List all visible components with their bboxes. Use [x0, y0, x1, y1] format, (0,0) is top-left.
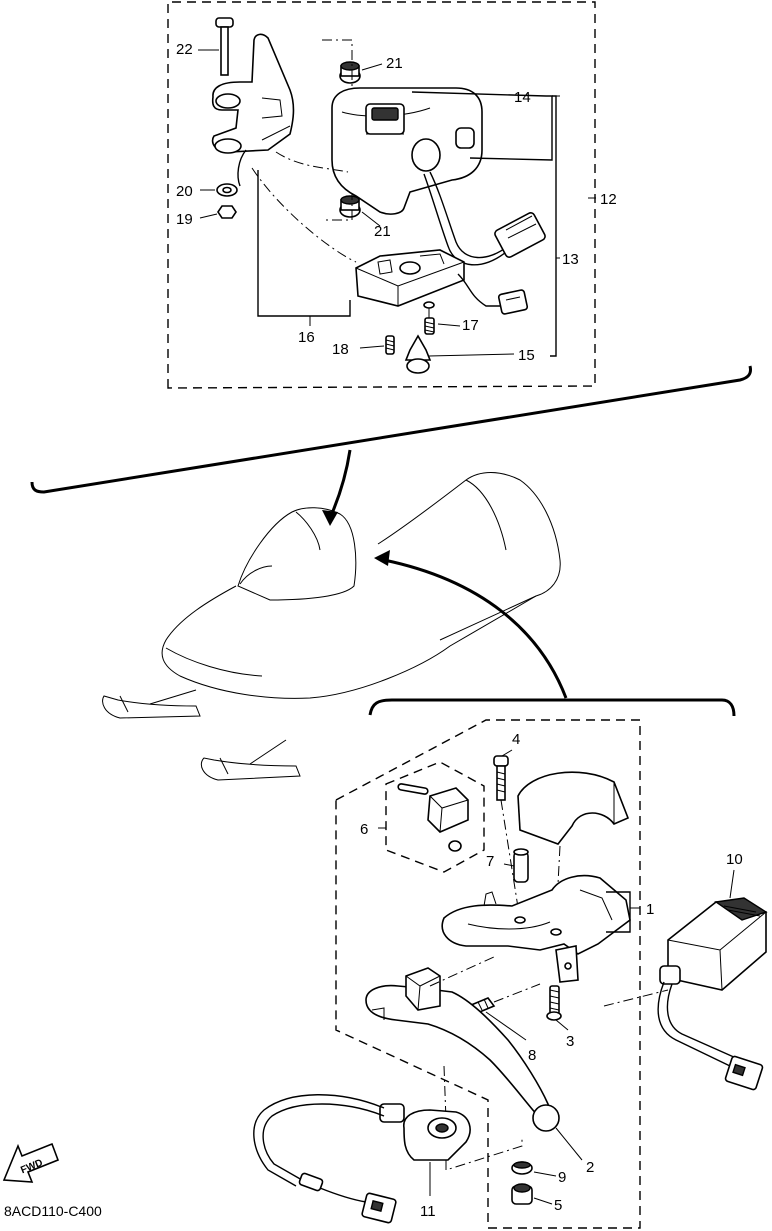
screw-15 [404, 334, 515, 374]
switch-base-16 [355, 249, 465, 307]
callout-16: 16 [298, 329, 315, 346]
callout-5: 5 [554, 1197, 562, 1214]
module-wire-inner [666, 983, 737, 1059]
callout-20: 20 [176, 183, 193, 200]
wire-connector-lower [497, 289, 529, 315]
lever-housing [441, 874, 640, 983]
nut-19 [199, 205, 237, 219]
bracket-cable [237, 149, 247, 187]
callout-10: 10 [726, 851, 743, 868]
callout-4: 4 [512, 731, 520, 748]
callout-9: 9 [558, 1169, 566, 1186]
bracket-to-housing-guide [275, 151, 349, 173]
sensor-cable-inner [262, 1103, 385, 1181]
housing-wire-inner [423, 173, 507, 266]
callout-8: 8 [528, 1047, 536, 1064]
callout-13-line [550, 95, 557, 357]
pointer-arrow-bottom [374, 550, 568, 699]
callout-11: 11 [420, 1203, 436, 1220]
callout-6: 6 [360, 821, 368, 838]
bottom-assembly-group: 4 6 7 10 1 3 8 2 9 5 11 [253, 719, 768, 1229]
callout-1: 1 [646, 901, 654, 918]
sensor-guide [445, 1136, 523, 1171]
callout-16-bracket [257, 170, 351, 317]
pointer-arrow-top [322, 449, 352, 526]
module-guide [603, 989, 669, 1007]
top-assembly-group: 22 21 14 12 20 19 21 13 17 16 18 15 [167, 1, 617, 389]
washer-20 [200, 183, 238, 197]
fwd-arrow-icon: FWD [2, 1142, 60, 1183]
callout-7: 7 [486, 853, 494, 870]
callout-15: 15 [518, 347, 535, 364]
bushing-9 [511, 1161, 557, 1177]
module-wire [657, 981, 731, 1067]
callout-17: 17 [462, 317, 479, 334]
top-zoom-bracket [30, 365, 752, 494]
handlebar-bracket [211, 33, 295, 154]
callout-13: 13 [562, 251, 579, 268]
nut-5 [511, 1183, 553, 1205]
callout-12: 12 [600, 191, 617, 208]
bracket-6-boundary [385, 761, 485, 873]
callout-18: 18 [332, 341, 349, 358]
bracket-6 [378, 783, 469, 852]
control-module-10 [659, 869, 768, 991]
screw-18 [359, 335, 395, 355]
callout-2: 2 [586, 1159, 594, 1176]
screw-17 [423, 301, 461, 335]
throttle-sensor-11 [379, 1103, 471, 1196]
pin-7 [503, 848, 529, 883]
switch-housing-14 [331, 87, 483, 215]
bottom-zoom-bracket [368, 698, 736, 717]
diagram-code: 8ACD110-C400 [4, 1203, 102, 1219]
grommet-21-upper [339, 61, 383, 84]
module-connector [724, 1055, 764, 1091]
callout-22: 22 [176, 41, 193, 58]
screw-3 [546, 985, 569, 1031]
callout-19: 19 [176, 211, 193, 228]
callout-21-upper: 21 [386, 55, 403, 72]
grommet-21-lower [339, 195, 381, 227]
callout-3: 3 [566, 1033, 574, 1050]
top-assembly-boundary [167, 1, 596, 389]
callout-21-lower: 21 [374, 223, 391, 240]
throttle-lever-2 [365, 955, 583, 1161]
callout-1-bracket [606, 891, 631, 933]
housing-wire [429, 171, 509, 259]
sensor-connector [298, 1172, 397, 1224]
callout-14: 14 [514, 89, 531, 106]
sensor-cable [253, 1094, 385, 1187]
bottom-assembly-boundary [335, 719, 641, 1229]
snowmobile-outline [102, 472, 561, 781]
bolt-22 [198, 17, 234, 76]
wire-connector-upper [494, 212, 546, 258]
base-wire [457, 273, 502, 307]
bolt-4 [493, 749, 521, 921]
